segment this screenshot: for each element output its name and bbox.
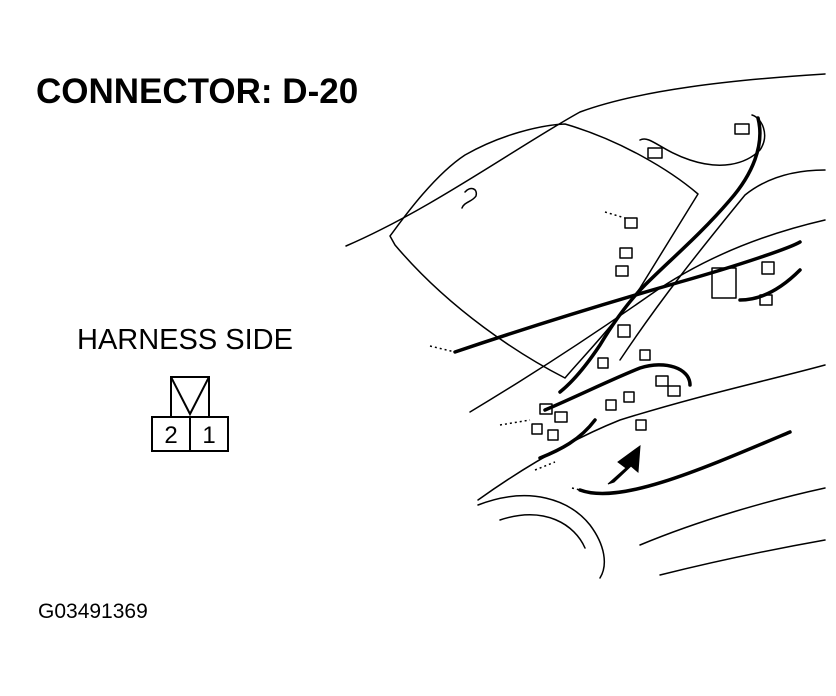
pin-2-label: 2	[164, 422, 177, 449]
harness-side-label: HARNESS SIDE	[77, 324, 293, 356]
harness-instrument-run	[545, 365, 690, 410]
pin-1-label: 1	[202, 422, 215, 449]
wheel-arch-inner	[500, 515, 585, 548]
connector-title: CONNECTOR: D-20	[36, 72, 359, 111]
harness-floor-run	[580, 432, 790, 494]
roof-outline	[346, 74, 825, 246]
a-pillar-line	[620, 170, 825, 360]
body-side-line	[478, 365, 825, 500]
figure-code: G03491369	[38, 600, 148, 623]
harness-dash-run	[455, 242, 800, 352]
connector-face-view: 2 1	[151, 376, 229, 452]
harness-roof-run	[560, 118, 760, 392]
windshield-outline	[390, 124, 698, 378]
wheel-arch	[478, 496, 604, 578]
dash-top-line	[470, 220, 825, 412]
door-line-lower	[660, 540, 825, 575]
arrow-up-right-icon	[608, 446, 640, 484]
harness-right-run	[740, 270, 800, 300]
harness-lower-run	[540, 420, 595, 458]
door-line	[640, 488, 825, 545]
